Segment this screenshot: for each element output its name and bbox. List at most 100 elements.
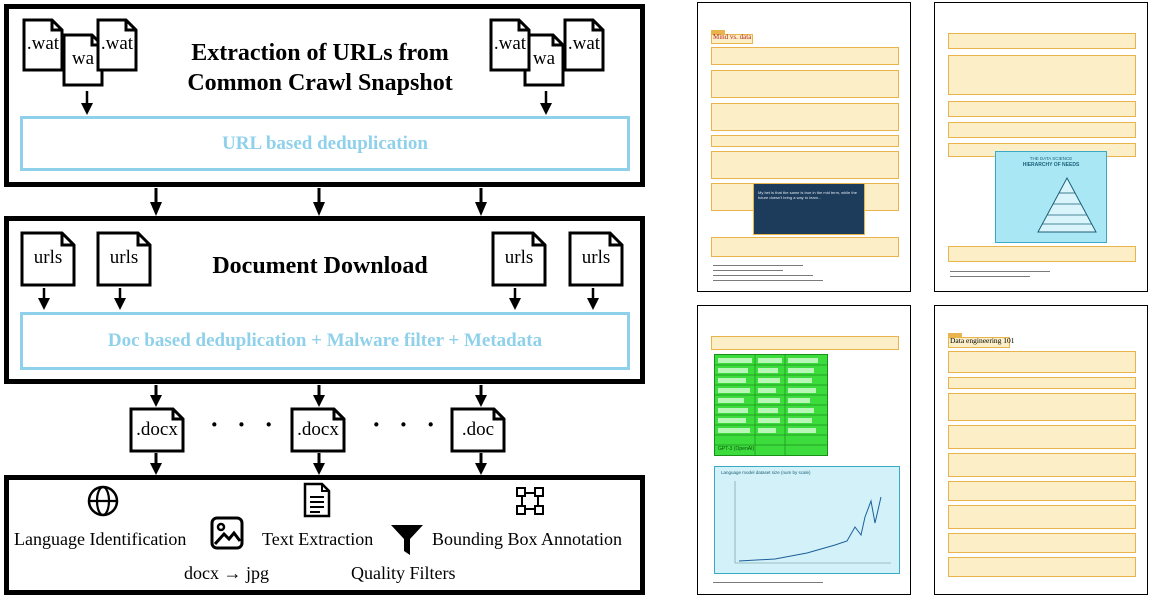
urls-file-icon: urls	[568, 231, 624, 287]
bounding-box-icon	[515, 486, 545, 516]
wat-file-icon: .wat	[22, 18, 64, 72]
arrow	[475, 385, 487, 407]
ellipsis: · · · ·	[210, 410, 307, 439]
wat-file-icon: .wat	[563, 18, 605, 72]
title-line: Extraction of URLs from	[191, 40, 449, 66]
line-chart-figure: Language model dataset size (num by scal…	[714, 466, 900, 574]
title-line: Common Crawl Snapshot	[187, 70, 453, 96]
paragraph-highlight	[711, 237, 899, 257]
file-label: .wat	[100, 33, 134, 54]
chart-title: Language model dataset size (num by scal…	[721, 470, 811, 475]
document-icon	[303, 482, 331, 518]
pyramid-figure: THE DATA SCIENCE HIERARCHY OF NEEDS	[995, 151, 1107, 243]
arrow	[587, 288, 599, 310]
ellipsis: · · · ·	[372, 410, 469, 439]
heading-highlight	[711, 34, 753, 44]
paragraph-highlight	[948, 246, 1136, 262]
page-heading: Mind vs. data	[713, 33, 752, 41]
urls-file-icon: urls	[20, 231, 76, 287]
file-label: urls	[109, 247, 139, 268]
file-label: urls	[581, 247, 611, 268]
docx-file-icon: .docx	[290, 407, 346, 453]
doc-dedup-label: Doc based deduplication + Malware filter…	[107, 330, 543, 351]
file-label: urls	[33, 247, 63, 268]
heading-highlight	[948, 337, 1010, 348]
urls-file-icon: urls	[96, 231, 152, 287]
quality-filters-label: Quality Filters	[351, 563, 456, 583]
image-icon	[209, 515, 245, 551]
arrow	[313, 188, 325, 216]
paragraph-highlight	[711, 47, 899, 65]
filter-icon	[390, 524, 424, 556]
file-label: .wat	[567, 33, 601, 54]
tweet-text: My bet is that the same is true in the m…	[758, 190, 857, 200]
arrow	[509, 288, 521, 310]
file-label: .wat	[26, 33, 60, 54]
language-identification-label: Language Identification	[14, 529, 187, 549]
paragraph-highlight	[948, 533, 1136, 553]
paragraph-highlight	[948, 122, 1136, 138]
docx-file-icon: .docx	[129, 407, 185, 453]
sample-page-4: Data engineering 101	[934, 305, 1148, 595]
paragraph-highlight	[948, 453, 1136, 477]
line-chart	[734, 481, 891, 564]
tweet-card: My bet is that the same is true in the m…	[753, 183, 865, 235]
file-label: .wat	[493, 33, 527, 54]
arrow	[313, 385, 325, 407]
wat-file-icon: .wat	[489, 18, 531, 72]
highlight-tag	[711, 30, 725, 34]
globe-icon	[86, 484, 120, 518]
paragraph-highlight	[948, 101, 1136, 117]
doc-dedup-box: Doc based deduplication + Malware filter…	[20, 312, 630, 370]
paragraph-highlight	[948, 351, 1136, 373]
file-label: urls	[504, 247, 534, 268]
highlight-tag	[948, 333, 962, 337]
pyramid-shape	[1037, 176, 1097, 233]
stage1-title: Extraction of URLs from Common Crawl Sna…	[150, 38, 490, 98]
paragraph-highlight	[711, 103, 899, 131]
url-dedup-box: URL based deduplication	[20, 116, 630, 171]
paragraph-highlight	[948, 33, 1136, 49]
arrow	[150, 385, 162, 407]
file-label: .doc	[461, 419, 495, 440]
arrow	[150, 453, 162, 475]
arrow	[81, 91, 93, 115]
url-dedup-label: URL based deduplication	[222, 132, 428, 154]
paragraph-highlight	[948, 557, 1136, 577]
green-table: GPT-3 (OpenAI)	[714, 354, 828, 456]
arrow	[475, 453, 487, 475]
paragraph-highlight	[711, 70, 899, 98]
sample-page-2: THE DATA SCIENCE HIERARCHY OF NEEDS	[934, 2, 1148, 292]
file-label: .docx	[136, 419, 178, 440]
quote-highlight	[948, 55, 1136, 95]
file-label: wa	[71, 48, 95, 69]
paragraph-highlight	[948, 393, 1136, 421]
paragraph-highlight	[711, 151, 899, 179]
table-grid	[715, 355, 827, 455]
paragraph-highlight	[948, 481, 1136, 501]
sample-page-3: GPT-3 (OpenAI) Language model dataset si…	[697, 305, 911, 595]
text-extraction-label: Text Extraction	[262, 529, 374, 549]
paragraph-highlight	[948, 425, 1136, 449]
arrow	[114, 288, 126, 310]
urls-file-icon: urls	[491, 231, 547, 287]
wat-file-icon: .wat	[96, 18, 138, 72]
page-heading: Data engineering 101	[950, 336, 1015, 345]
pyramid-title: THE DATA SCIENCE	[1029, 156, 1073, 161]
title-line: Document Download	[212, 253, 428, 279]
pyramid-subtitle: HIERARCHY OF NEEDS	[1022, 162, 1080, 168]
stage2-title: Document Download	[150, 251, 490, 281]
file-label: .docx	[297, 419, 339, 440]
arrow	[313, 453, 325, 475]
paragraph-highlight	[948, 505, 1136, 529]
paragraph-highlight	[948, 377, 1136, 389]
bounding-box-annotation-label: Bounding Box Annotation	[432, 529, 623, 549]
wat-file-icon: wa	[523, 33, 565, 87]
arrow	[475, 188, 487, 216]
arrow	[38, 288, 50, 310]
paragraph-highlight	[711, 135, 899, 147]
arrow	[150, 188, 162, 216]
docx-to-jpg-label: docx → jpg	[184, 563, 269, 583]
file-label: wa	[532, 48, 556, 69]
paragraph-highlight	[711, 336, 899, 350]
